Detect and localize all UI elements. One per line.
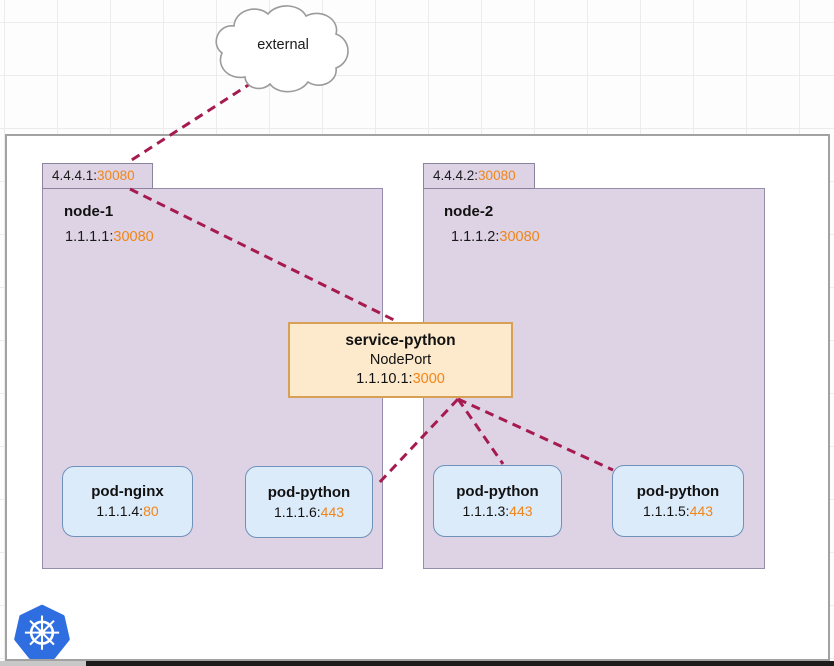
pod-ip: 1.1.1.4:80 — [96, 502, 158, 521]
service-type: NodePort — [369, 352, 432, 368]
external-label: external — [257, 37, 309, 53]
service-python-box: service-python NodePort 1.1.10.1:3000 — [288, 322, 513, 398]
node-1-name: node-1 — [64, 203, 114, 220]
pod-ip-address: 1.1.1.5: — [642, 502, 690, 519]
node-2-ip: 1.1.1.2:30080 — [451, 229, 540, 245]
pod-ip: 1.1.1.3:443 — [462, 502, 532, 521]
node-2-name: node-2 — [444, 203, 494, 220]
pod-python-1113-box: pod-python 1.1.1.3:443 — [433, 465, 562, 537]
node-1-external-ip-tab: 4.4.4.1:30080 — [42, 163, 153, 189]
pod-ip-address: 1.1.1.6: — [273, 503, 321, 520]
pod-name: pod-python — [636, 482, 720, 500]
node-1-external-ip: 4.4.4.1: — [52, 168, 98, 183]
node-2-ip-address: 1.1.1.2: — [451, 229, 500, 245]
node-2-external-ip: 4.4.4.2: — [433, 168, 479, 183]
pod-name: pod-python — [267, 483, 351, 501]
progress-elapsed-segment — [0, 661, 86, 666]
pod-port: 80 — [143, 503, 159, 519]
progress-remaining-segment — [86, 661, 834, 666]
node-2-port: 30080 — [499, 229, 540, 245]
pod-name: pod-python — [456, 482, 539, 500]
pod-port: 443 — [689, 502, 714, 519]
node-2-external-ip-tab: 4.4.4.2:30080 — [423, 163, 535, 189]
pod-ip-address: 1.1.1.3: — [462, 502, 510, 519]
node-1-ip: 1.1.1.1:30080 — [65, 229, 154, 245]
pod-python-1115-box: pod-python 1.1.1.5:443 — [612, 465, 744, 537]
external-cloud-icon — [215, 5, 349, 93]
service-port: 3000 — [412, 371, 445, 387]
node-1-ip-address: 1.1.1.1: — [65, 229, 114, 245]
video-progress-bar[interactable] — [0, 661, 834, 666]
pod-python-1116-box: pod-python 1.1.1.6:443 — [245, 466, 373, 538]
pod-nginx-box: pod-nginx 1.1.1.4:80 — [62, 466, 193, 537]
pod-port: 443 — [320, 503, 345, 520]
pod-ip: 1.1.1.6:443 — [274, 503, 344, 522]
pod-ip: 1.1.1.5:443 — [643, 502, 713, 521]
kubernetes-logo-icon — [14, 604, 70, 660]
pod-ip-address: 1.1.1.4: — [96, 503, 144, 519]
service-ip: 1.1.10.1:3000 — [356, 370, 445, 389]
service-ip-address: 1.1.10.1: — [356, 371, 413, 387]
node-1-port: 30080 — [113, 229, 154, 245]
service-name: service-python — [345, 332, 456, 349]
pod-name: pod-nginx — [91, 483, 164, 500]
node-2-external-port: 30080 — [478, 168, 516, 183]
node-1-external-port: 30080 — [97, 168, 135, 183]
pod-port: 443 — [509, 502, 533, 519]
